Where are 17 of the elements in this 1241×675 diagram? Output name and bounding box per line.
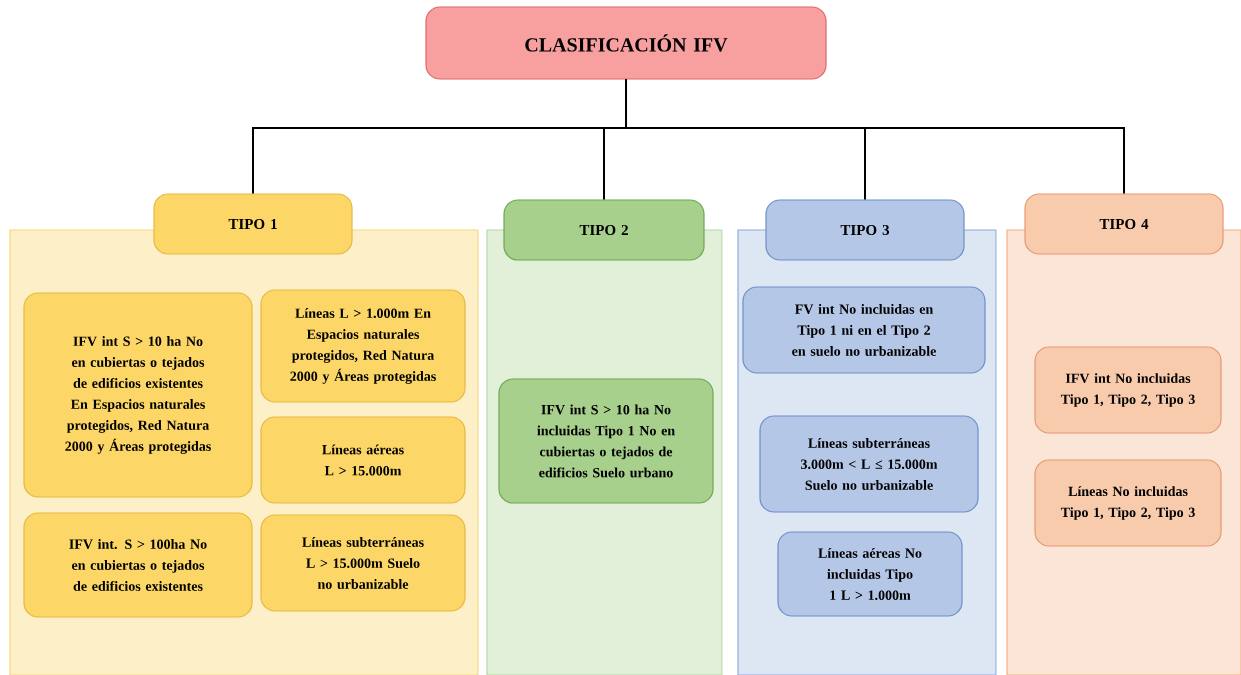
- criteria-box: Líneas subterráneas 3.000m < L ≤ 15.000m Suelo no urbanizable: [759, 415, 979, 513]
- criteria-box: IFV int. S > 100ha No en cubiertas o tejados de edificios existentes: [23, 512, 253, 618]
- connector-line: [625, 78, 1125, 195]
- heading-box: TIPO 1: [153, 193, 353, 255]
- heading-box: TIPO 4: [1024, 193, 1224, 255]
- criteria-box: FV int No incluidas en Tipo 1 ni en el Tipo 2 en suelo no urbanizable: [742, 286, 986, 374]
- criteria-box: Líneas No incluidas Tipo 1, Tipo 2, Tipo 3: [1034, 459, 1222, 547]
- criteria-box: IFV int S > 10 ha No en cubiertas o tejados de edificios existentes En Espacios naturales protegidos, Red Natura 2000 y Áreas protegidas: [23, 292, 253, 498]
- criteria-box: Líneas L > 1.000m En Espacios naturales protegidos, Red Natura 2000 y Áreas protegidas: [260, 289, 466, 403]
- criteria-box: Líneas aéreas L > 15.000m: [260, 416, 466, 504]
- criteria-box: IFV int No incluidas Tipo 1, Tipo 2, Tipo 3: [1034, 346, 1222, 434]
- criteria-box: Líneas subterráneas L > 15.000m Suelo no urbanizable: [260, 514, 466, 612]
- heading-box: TIPO 3: [765, 199, 965, 261]
- criteria-box: IFV int S > 10 ha No incluidas Tipo 1 No en cubiertas o tejados de edificios Suelo urbano: [498, 378, 714, 504]
- title-box: CLASIFICACIÓN IFV: [425, 6, 827, 80]
- heading-box: TIPO 2: [503, 199, 705, 261]
- criteria-box: Líneas aéreas No incluidas Tipo 1 L > 1.000m: [777, 531, 963, 617]
